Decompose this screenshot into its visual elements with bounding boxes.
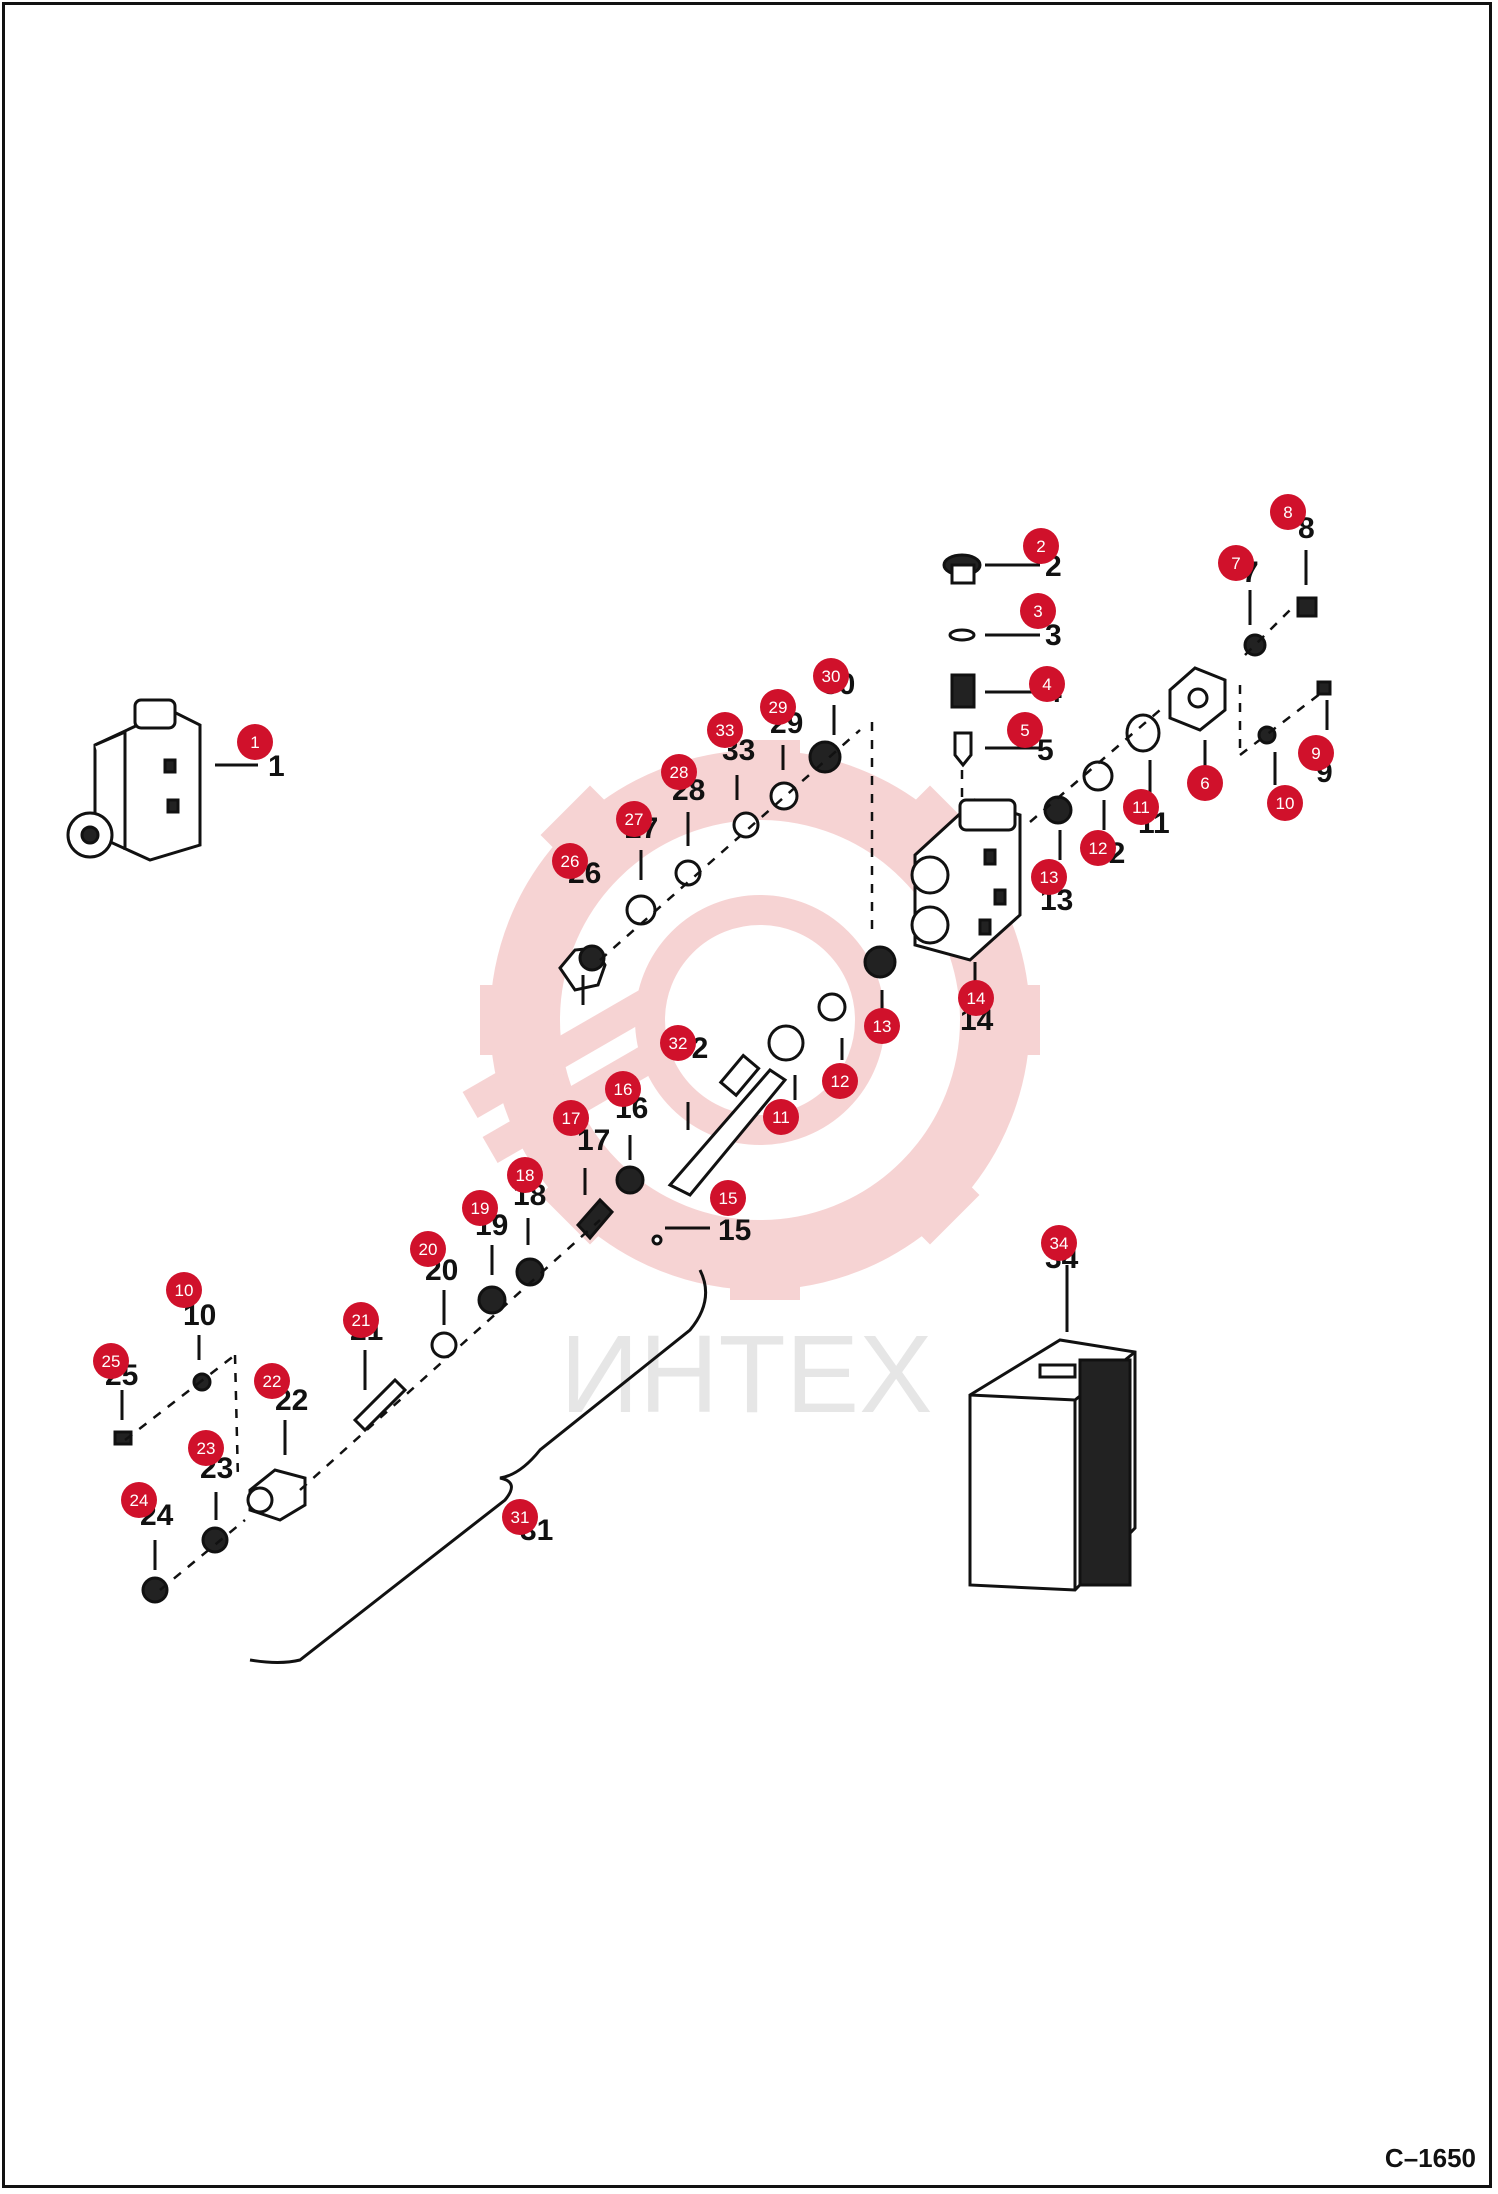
callout-label-4: 4 — [1042, 675, 1051, 694]
callout-bubble-1[interactable] — [237, 724, 273, 760]
callout-label-32: 32 — [669, 1034, 688, 1053]
callout-label-12: 12 — [1089, 839, 1108, 858]
valve-body-14 — [910, 798, 1022, 962]
callout-label-33: 33 — [716, 721, 735, 740]
callout-bubble-11[interactable] — [1123, 789, 1159, 825]
callout-label-12: 12 — [831, 1072, 850, 1091]
callout-bubble-10[interactable] — [1267, 785, 1303, 821]
callout-bubble-20[interactable] — [410, 1231, 446, 1267]
watermark-text: ИНТЕХ — [560, 1313, 932, 1436]
seal-kit-box-34 — [968, 1338, 1137, 1592]
callout-bubble-11[interactable] — [763, 1099, 799, 1135]
callout-label-5: 5 — [1020, 721, 1029, 740]
callout-bubble-12[interactable] — [822, 1063, 858, 1099]
callout-label-14: 14 — [967, 989, 986, 1008]
callout-label-27: 27 — [625, 810, 644, 829]
callout-label-11: 11 — [1132, 798, 1150, 817]
callout-label-25: 25 — [102, 1352, 121, 1371]
callout-label-10: 10 — [1276, 794, 1295, 813]
callout-label-16: 16 — [614, 1080, 633, 1099]
callout-bubble-12[interactable] — [1080, 830, 1116, 866]
callout-bubble-21[interactable] — [343, 1302, 379, 1338]
callout-label-2: 2 — [1036, 537, 1045, 556]
callout-bubbles: 1234567891011121314151617181920212223242… — [93, 494, 1334, 1535]
top-stack-parts — [942, 553, 982, 800]
callout-label-19: 19 — [471, 1199, 490, 1218]
callout-bubble-27[interactable] — [616, 801, 652, 837]
callout-label-17: 17 — [562, 1109, 581, 1128]
part-number-15: 15 — [718, 1214, 751, 1247]
part-number-1: 1 — [268, 750, 285, 783]
callout-bubble-10[interactable] — [166, 1272, 202, 1308]
callout-bubble-23[interactable] — [188, 1430, 224, 1466]
callout-label-13: 13 — [1040, 868, 1059, 887]
callout-bubble-29[interactable] — [760, 689, 796, 725]
callout-bubble-33[interactable] — [707, 712, 743, 748]
callout-bubble-34[interactable] — [1041, 1225, 1077, 1261]
callout-label-6: 6 — [1200, 774, 1209, 793]
callout-label-21: 21 — [352, 1311, 371, 1330]
callout-bubble-18[interactable] — [507, 1157, 543, 1193]
drawing-code: C–1650 — [1384, 2143, 1476, 2173]
callout-label-3: 3 — [1033, 602, 1042, 621]
part-number-5: 5 — [1037, 734, 1054, 767]
spool-parts — [113, 945, 897, 1604]
callout-label-28: 28 — [670, 763, 689, 782]
callout-label-1: 1 — [250, 733, 259, 752]
callout-label-8: 8 — [1283, 503, 1292, 522]
callout-bubble-14[interactable] — [958, 980, 994, 1016]
callout-bubble-5[interactable] — [1007, 712, 1043, 748]
callout-bubble-13[interactable] — [864, 1008, 900, 1044]
callout-label-29: 29 — [769, 698, 788, 717]
callout-label-26: 26 — [561, 852, 580, 871]
callout-bubble-7[interactable] — [1218, 545, 1254, 581]
callout-bubble-25[interactable] — [93, 1343, 129, 1379]
callout-bubble-13[interactable] — [1031, 859, 1067, 895]
callout-bubble-15[interactable] — [710, 1180, 746, 1216]
callout-bubble-2[interactable] — [1023, 528, 1059, 564]
group-bracket-31 — [249, 1269, 708, 1664]
valve-assembly-1 — [66, 698, 202, 862]
callout-label-30: 30 — [822, 667, 841, 686]
callout-label-15: 15 — [719, 1189, 738, 1208]
callout-label-20: 20 — [419, 1240, 438, 1259]
callout-bubble-3[interactable] — [1020, 593, 1056, 629]
callout-bubble-6[interactable] — [1187, 765, 1223, 801]
callout-label-22: 22 — [263, 1372, 282, 1391]
callout-bubble-30[interactable] — [813, 658, 849, 694]
callout-bubble-9[interactable] — [1298, 735, 1334, 771]
callout-label-7: 7 — [1231, 554, 1240, 573]
callout-label-11: 11 — [772, 1108, 790, 1127]
callout-label-13: 13 — [873, 1017, 892, 1036]
callout-bubble-8[interactable] — [1270, 494, 1306, 530]
callout-label-9: 9 — [1311, 744, 1320, 763]
part-number-3: 3 — [1045, 619, 1062, 652]
callout-bubble-16[interactable] — [605, 1071, 641, 1107]
upper-left-parts — [558, 722, 874, 992]
callout-label-23: 23 — [197, 1439, 216, 1458]
callout-bubble-32[interactable] — [660, 1025, 696, 1061]
callout-bubble-19[interactable] — [462, 1190, 498, 1226]
callout-label-10: 10 — [175, 1281, 194, 1300]
callout-label-24: 24 — [130, 1491, 149, 1510]
callout-bubble-4[interactable] — [1029, 666, 1065, 702]
callout-label-31: 31 — [511, 1508, 530, 1527]
callout-bubble-26[interactable] — [552, 843, 588, 879]
callout-bubble-22[interactable] — [254, 1363, 290, 1399]
leader-lines — [120, 550, 1329, 1570]
callout-bubble-24[interactable] — [121, 1482, 157, 1518]
callout-label-18: 18 — [516, 1166, 535, 1185]
callout-bubble-31[interactable] — [502, 1499, 538, 1535]
callout-bubble-17[interactable] — [553, 1100, 589, 1136]
callout-bubble-28[interactable] — [661, 754, 697, 790]
callout-label-34: 34 — [1050, 1234, 1069, 1253]
right-side-parts — [1029, 596, 1332, 825]
